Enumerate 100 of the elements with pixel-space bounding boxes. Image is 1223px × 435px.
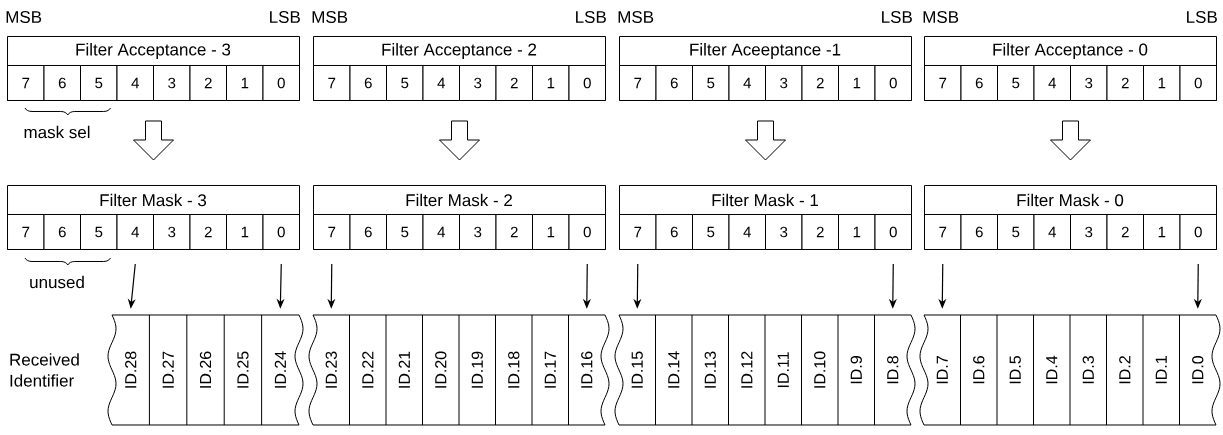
bit-cell: 0 xyxy=(568,65,606,101)
bit-cell: 7 xyxy=(7,214,45,250)
bit-cell: 0 xyxy=(1179,214,1217,250)
bit-cell: 1 xyxy=(1143,214,1181,250)
bit-cell: ID.21 xyxy=(398,351,410,388)
bit-cell: 7 xyxy=(619,214,657,250)
bit-cell: 1 xyxy=(532,214,570,250)
bit-order-label: LSB xyxy=(882,10,912,23)
bit-cell: 5 xyxy=(80,65,118,101)
bit-cell: 4 xyxy=(116,214,154,250)
bit-cell: 1 xyxy=(532,65,570,101)
bit-cell: ID.18 xyxy=(508,351,520,388)
bit-cell: 3 xyxy=(153,65,191,101)
bit-cell: 5 xyxy=(692,65,730,101)
bit-cell: 2 xyxy=(1106,214,1144,250)
block-arrow xyxy=(439,120,480,161)
bit-cell: 1 xyxy=(1143,65,1181,101)
bit-cell: 1 xyxy=(226,65,264,101)
bit-order-label: LSB xyxy=(576,10,606,23)
bit-cell: ID.11 xyxy=(777,352,789,388)
bit-cell: 5 xyxy=(386,214,424,250)
bit-cell: 6 xyxy=(349,65,387,101)
bit-cell: 0 xyxy=(874,65,912,101)
bit-cell: 6 xyxy=(43,214,81,250)
bit-cell: ID.4 xyxy=(1046,355,1058,384)
bit-cell: 5 xyxy=(386,65,424,101)
bit-cell: 7 xyxy=(313,214,351,250)
bit-cell: 4 xyxy=(1033,214,1071,250)
bit-cell: 0 xyxy=(262,214,300,250)
bit-cell: 6 xyxy=(655,214,693,250)
bit-cell: ID.16 xyxy=(581,351,593,388)
bit-cell: 5 xyxy=(997,214,1035,250)
bit-cell: 1 xyxy=(838,65,876,101)
bit-cell: 5 xyxy=(692,214,730,250)
bit-cell: 1 xyxy=(838,214,876,250)
identifier-register xyxy=(614,314,916,426)
bit-cell: 7 xyxy=(7,65,45,101)
bit-cell: 3 xyxy=(459,65,497,101)
bit-cell: 0 xyxy=(874,214,912,250)
bit-cell: ID.10 xyxy=(814,351,826,388)
block-arrow xyxy=(133,120,174,161)
bit-cell: 3 xyxy=(153,214,191,250)
brace-label: unused xyxy=(30,275,84,289)
block-arrow xyxy=(745,120,786,161)
bit-cell: 0 xyxy=(568,214,606,250)
bit-cell: 4 xyxy=(728,214,766,250)
bit-cell: 3 xyxy=(765,65,803,101)
bit-cell: ID.14 xyxy=(668,351,680,388)
bit-cell: 2 xyxy=(1106,65,1144,101)
bit-cell: ID.17 xyxy=(544,351,556,388)
bit-cell: 5 xyxy=(997,65,1035,101)
bit-cell: 2 xyxy=(801,65,839,101)
bit-cell: 7 xyxy=(313,65,351,101)
bit-cell: 7 xyxy=(924,65,962,101)
bit-order-label: MSB xyxy=(618,10,654,23)
bit-cell: ID.3 xyxy=(1082,356,1094,384)
bit-cell: 6 xyxy=(349,214,387,250)
bit-cell: 3 xyxy=(1070,214,1108,250)
bit-cell: 1 xyxy=(226,214,264,250)
bit-cell: ID.1 xyxy=(1155,356,1167,384)
bit-cell: ID.27 xyxy=(162,351,174,388)
bit-cell: 4 xyxy=(1033,65,1071,101)
bit-cell: 2 xyxy=(189,214,227,250)
bit-cell: ID.13 xyxy=(704,351,716,388)
bit-cell: ID.5 xyxy=(1009,356,1021,384)
bit-cell: 6 xyxy=(655,65,693,101)
bit-order-label: MSB xyxy=(923,10,959,23)
bit-cell: 2 xyxy=(495,65,533,101)
bit-order-label: LSB xyxy=(1187,10,1217,23)
bit-cell: ID.25 xyxy=(237,351,249,388)
bit-cell: ID.19 xyxy=(471,351,483,388)
bit-order-label: MSB xyxy=(312,10,348,23)
row-label: Received Identifier xyxy=(10,353,79,387)
bit-order-label: MSB xyxy=(6,10,42,23)
bit-cell: ID.22 xyxy=(362,351,374,388)
bit-cell: 6 xyxy=(960,214,998,250)
identifier-register xyxy=(107,314,304,426)
bit-cell: 2 xyxy=(189,65,227,101)
bit-cell: ID.26 xyxy=(199,351,212,388)
bit-cell: ID.28 xyxy=(125,351,137,388)
bit-cell: ID.8 xyxy=(887,356,899,384)
bit-cell: 0 xyxy=(262,65,300,101)
bit-cell: ID.9 xyxy=(850,356,862,384)
identifier-register xyxy=(919,314,1221,426)
bit-cell: 4 xyxy=(116,65,154,101)
bit-cell: 6 xyxy=(960,65,998,101)
bit-cell: 4 xyxy=(422,65,460,101)
bit-cell: 6 xyxy=(43,65,81,101)
brace-label: mask sel xyxy=(24,125,90,139)
bit-cell: ID.2 xyxy=(1119,356,1131,384)
bit-order-label: LSB xyxy=(270,10,300,23)
bit-cell: ID.23 xyxy=(325,351,337,388)
bit-cell: 2 xyxy=(801,214,839,250)
block-arrow xyxy=(1050,120,1091,161)
bit-cell: 5 xyxy=(80,214,118,250)
bit-cell: ID.6 xyxy=(973,356,985,384)
bit-cell: ID.24 xyxy=(274,351,286,388)
bit-cell: ID.15 xyxy=(631,351,643,388)
identifier-register xyxy=(308,314,610,426)
bit-cell: 7 xyxy=(619,65,657,101)
